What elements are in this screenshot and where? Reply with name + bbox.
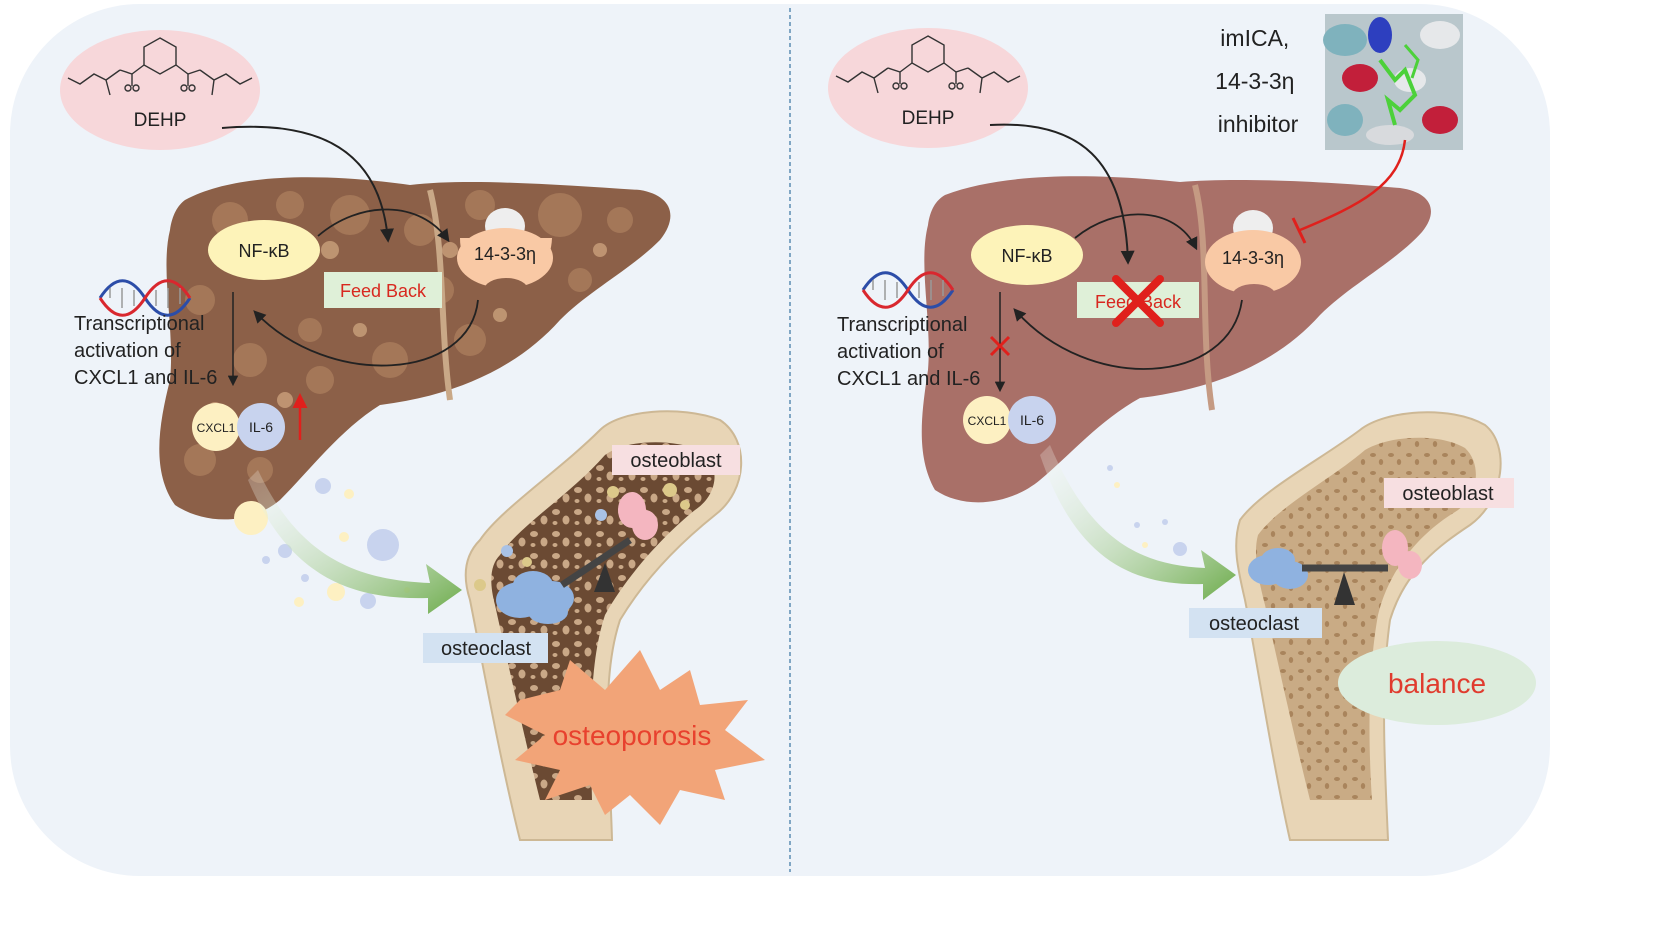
osteoblast-tag <box>612 445 740 475</box>
red-x-icon <box>1112 275 1164 327</box>
chemical-structure-icon <box>67 37 253 96</box>
transcription-line-3: CXCL1 and IL-6 <box>74 367 217 389</box>
inhibition-bar-icon <box>1291 217 1307 244</box>
seesaw-fulcrum-right <box>1334 572 1355 605</box>
feedback-return-arrow-right <box>1013 299 1243 370</box>
transcription-line-1-right: Transcriptional <box>837 314 967 336</box>
seesaw-fulcrum <box>594 563 615 592</box>
nfkb-label-right: NF-κB <box>1002 246 1053 266</box>
dehp-label-right: DEHP <box>902 108 955 129</box>
feedback-return-arrow <box>253 299 479 367</box>
secretion-arrow <box>248 470 462 614</box>
nfkb-to-protein-arrow-right <box>1074 213 1198 251</box>
osteoclast-label: osteoclast <box>441 638 531 660</box>
dna-helix-icon-right <box>861 271 955 309</box>
nfkb-bubble-right <box>971 225 1083 285</box>
feedback-box <box>324 272 442 308</box>
cxcl1-circle-right <box>963 396 1011 444</box>
transcription-line-2: activation of <box>74 340 181 362</box>
balance-label: balance <box>1388 668 1486 699</box>
il6-circle <box>237 403 285 451</box>
left-panel: DEHP NF-κB 14-3-3η Feed Back Transc <box>60 30 765 841</box>
protein-structure-thumbnail <box>1323 14 1463 150</box>
osteoclast-tag-right <box>1189 608 1322 638</box>
il6-label: IL-6 <box>249 419 273 435</box>
inhibitor-line-2: 14-3-3η <box>1215 68 1294 94</box>
osteoblast-cell <box>618 492 658 540</box>
transcription-text-right: Transcriptional activation of CXCL1 and … <box>837 314 980 390</box>
protein-label-right: 14-3-3η <box>1222 248 1284 268</box>
osteoclast-label-right: osteoclast <box>1209 613 1299 635</box>
osteoblast-tag-right <box>1384 478 1514 508</box>
protein-label: 14-3-3η <box>474 244 536 264</box>
chemical-structure-icon-right <box>835 35 1021 94</box>
dna-helix-icon <box>98 279 192 317</box>
dehp-bubble-right <box>828 28 1028 148</box>
cxcl1-label: CXCL1 <box>197 421 236 435</box>
transcription-line-2-right: activation of <box>837 341 944 363</box>
cytokine-dots <box>234 478 410 609</box>
transcription-line-3-right: CXCL1 and IL-6 <box>837 368 980 390</box>
osteoclast-tag <box>423 633 548 663</box>
transcription-text: Transcriptional activation of CXCL1 and … <box>74 313 217 389</box>
il6-label-right: IL-6 <box>1020 412 1044 428</box>
osteoblast-label-right: osteoblast <box>1402 483 1494 505</box>
dehp-to-feedback-arrow-right <box>989 123 1135 265</box>
protein-14-3-3-shape <box>457 208 553 302</box>
cytokine-dots-right <box>1107 465 1187 556</box>
osteoclast-cell <box>496 571 574 624</box>
inhibition-line <box>1299 139 1407 232</box>
feedback-label: Feed Back <box>340 281 427 301</box>
inhibitor-line-1: imICA, <box>1220 25 1289 51</box>
cxcl1-circle <box>192 403 240 451</box>
seesaw-beam <box>560 537 632 588</box>
il6-circle-right <box>1008 396 1056 444</box>
red-x-small-icon <box>989 335 1011 357</box>
right-panel: DEHP NF-κB 14-3-3η Feed Back Transcrip <box>828 14 1536 841</box>
nfkb-to-protein-arrow <box>317 208 450 243</box>
inhibitor-line-3: inhibitor <box>1218 111 1299 137</box>
left-femur <box>464 410 743 841</box>
dehp-bubble <box>60 30 260 150</box>
secretion-arrow-right <box>1040 445 1236 600</box>
inhibitor-text: imICA, 14-3-3η inhibitor <box>1215 25 1301 137</box>
right-femur <box>1235 411 1502 841</box>
balance-bubble <box>1338 641 1536 725</box>
osteoblast-label: osteoblast <box>630 450 722 472</box>
cxcl1-label-right: CXCL1 <box>968 414 1007 428</box>
osteoporosis-burst <box>505 650 765 825</box>
osteoporosis-label: osteoporosis <box>553 720 712 751</box>
protein-14-3-3-shape-right <box>1205 210 1301 308</box>
osteoblast-cell-right <box>1382 530 1422 579</box>
nfkb-bubble <box>208 220 320 280</box>
transcription-line-1: Transcriptional <box>74 313 204 335</box>
osteoclast-cell-right <box>1248 548 1308 589</box>
nfkb-label: NF-κB <box>239 241 290 261</box>
dehp-label: DEHP <box>134 110 187 131</box>
